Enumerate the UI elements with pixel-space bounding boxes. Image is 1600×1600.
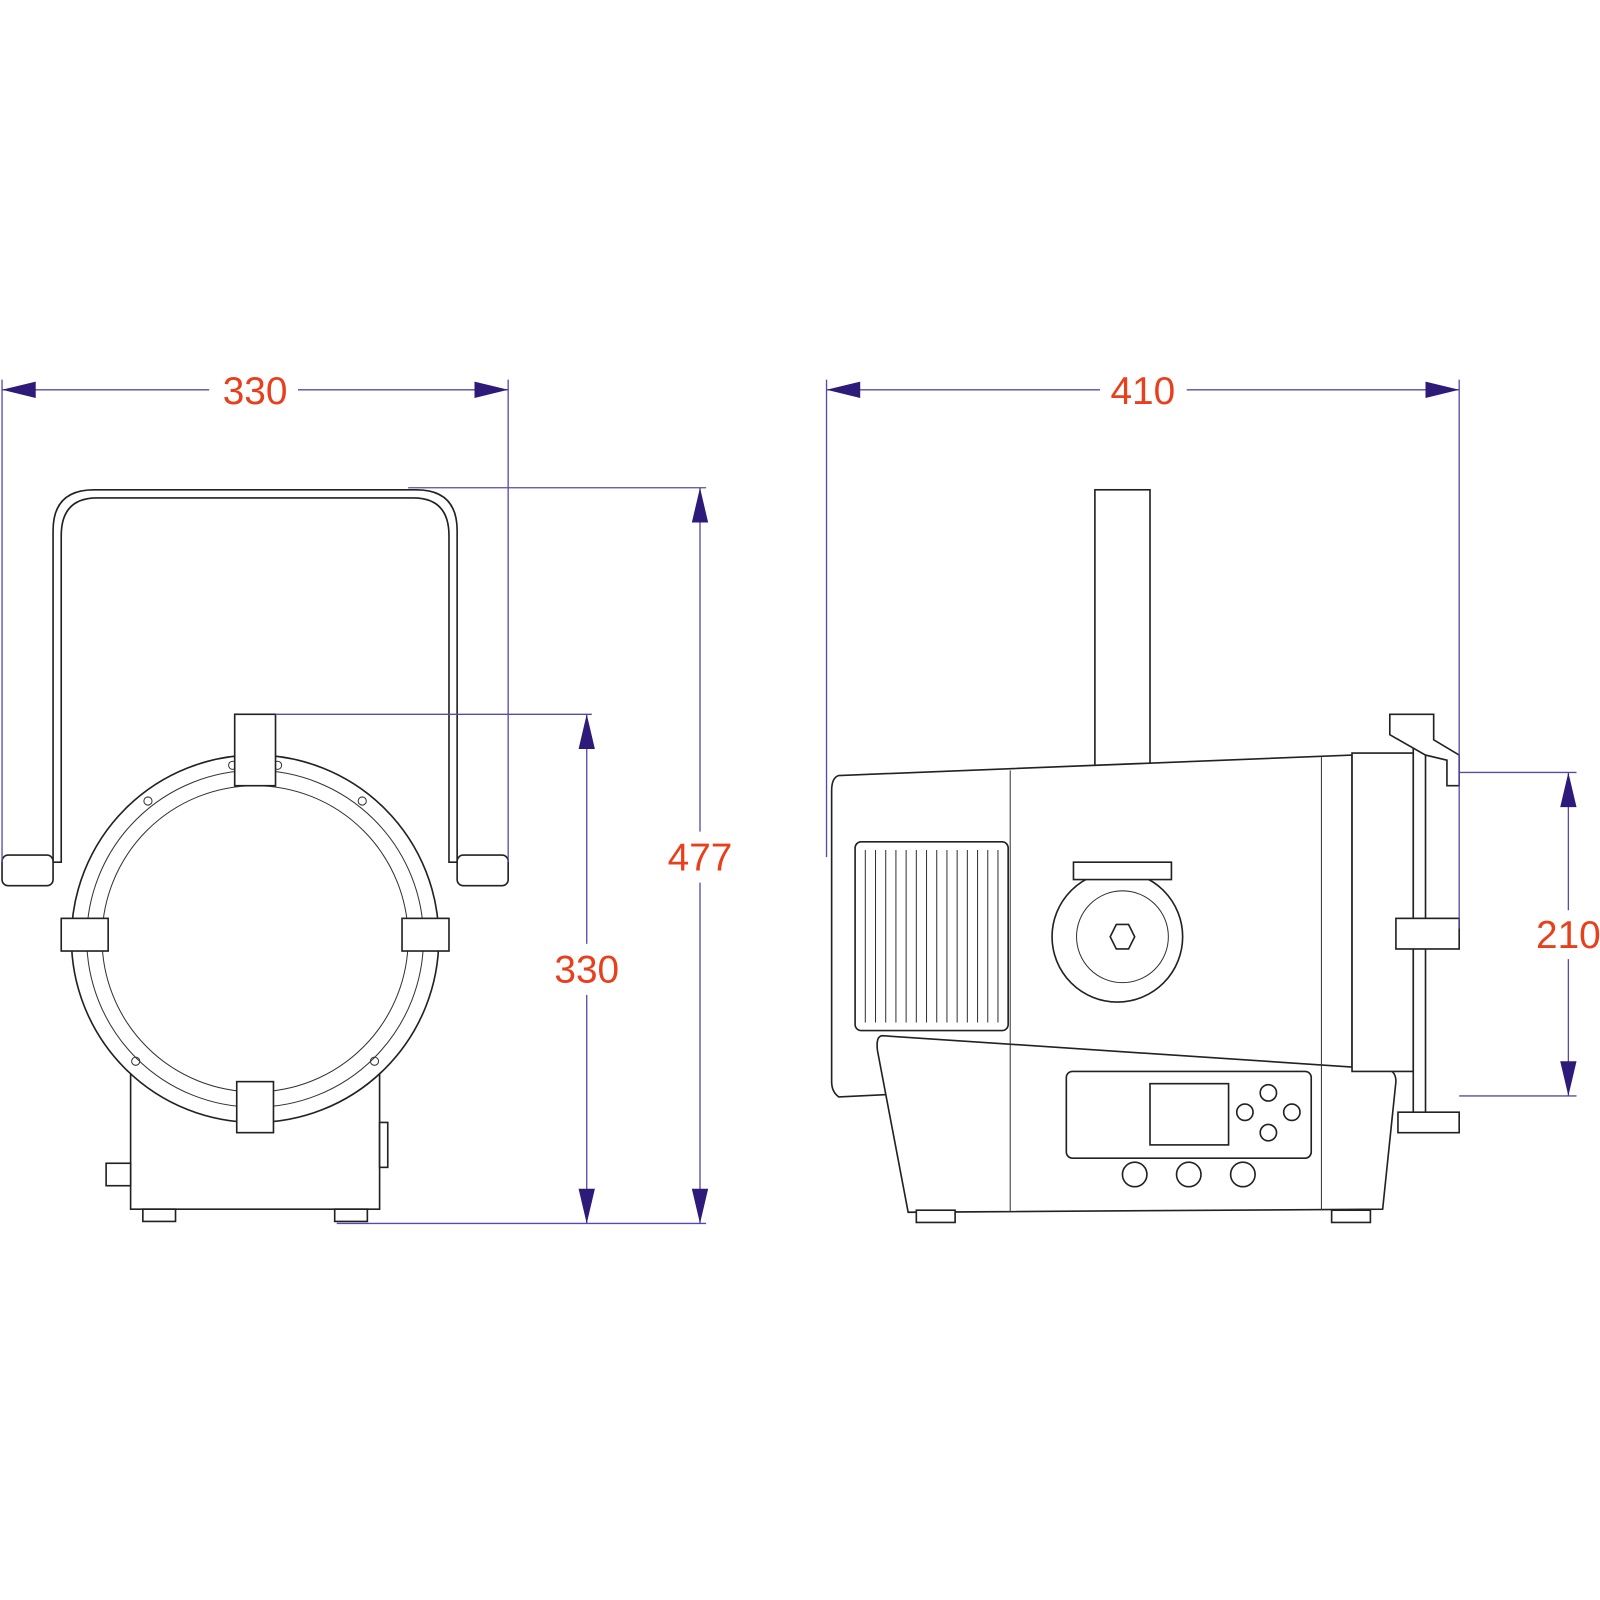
arrow-icon: [474, 381, 509, 398]
top-latch: [233, 713, 277, 787]
up-button-icon: [1259, 1083, 1278, 1102]
tilt-nut: [1109, 923, 1136, 950]
top-accessory-latch: [1388, 713, 1460, 787]
connector-1: [1121, 1161, 1148, 1188]
bottom-latch: [235, 1080, 275, 1134]
foot-left: [142, 1208, 177, 1223]
dim-label-side-height: 210: [1536, 914, 1600, 957]
heatsink: [854, 841, 1009, 1032]
arrow-icon: [1560, 1061, 1577, 1096]
connector-3: [1229, 1161, 1256, 1188]
dimension-lines: [1, 379, 1577, 1225]
yoke-knob-right: [456, 854, 509, 887]
connector-2: [1175, 1161, 1202, 1188]
dim-label-front-width: 330: [223, 370, 288, 413]
front-ring-side: [1351, 752, 1415, 1073]
dim-label-overall-height: 477: [668, 836, 733, 879]
side-switch: [378, 1121, 389, 1169]
arrow-icon: [578, 714, 595, 749]
arrow-icon: [691, 1188, 709, 1224]
right-clip: [401, 917, 450, 952]
left-button-icon: [1235, 1103, 1254, 1122]
arrow-icon: [826, 381, 861, 398]
yoke: [52, 488, 458, 864]
left-clip: [60, 917, 109, 952]
dim-label-front-height: 330: [554, 949, 619, 992]
front-view: [1, 488, 509, 1223]
tilt-disc-inner: [1076, 890, 1169, 984]
right-button-icon: [1282, 1103, 1301, 1122]
arrow-icon: [2, 381, 36, 398]
yoke-knob-left: [1, 854, 54, 887]
side-connector: [105, 1162, 132, 1187]
dim-label-side-length: 410: [1111, 370, 1176, 413]
arrow-icon: [578, 1188, 595, 1224]
arrow-icon: [1425, 381, 1460, 398]
down-button-icon: [1259, 1123, 1278, 1142]
arrow-icon: [691, 487, 709, 523]
arrow-icon: [1560, 772, 1577, 808]
side-foot-right: [1330, 1209, 1372, 1224]
side-foot-left: [915, 1209, 956, 1224]
bottom-accessory-latch: [1397, 1111, 1460, 1134]
side-view: [830, 488, 1460, 1224]
foot-right: [333, 1208, 369, 1223]
side-accessory-clip: [1395, 917, 1460, 950]
tilt-handle: [1072, 861, 1173, 881]
display-screen: [1149, 1082, 1230, 1146]
front-ring-outer: [70, 754, 440, 1124]
heatsink-fins: [864, 850, 999, 1023]
